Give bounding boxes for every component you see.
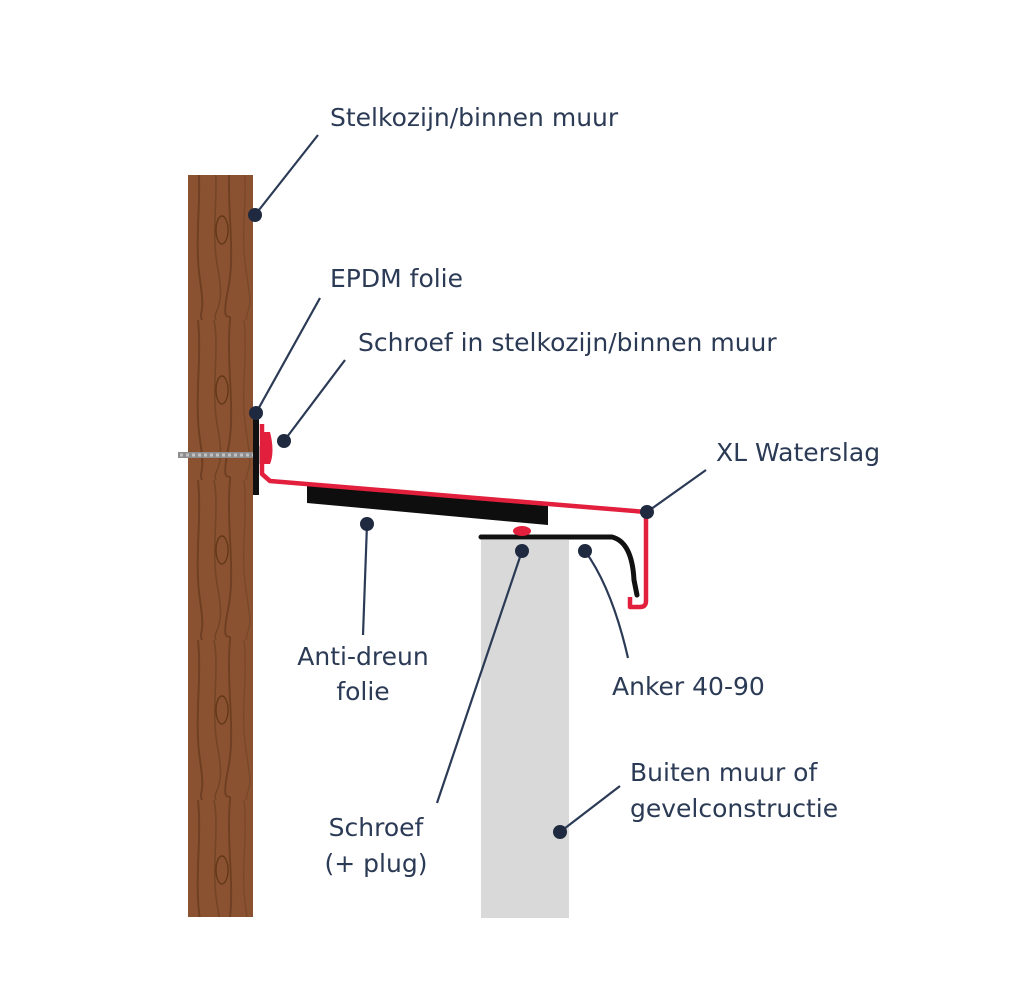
- dot-stelkozijn: [248, 208, 262, 222]
- dot-epdm: [249, 406, 263, 420]
- dot-anker: [578, 544, 592, 558]
- label-schroef-plug-line2: (+ plug): [325, 849, 428, 878]
- leader-anti-dreun: [361, 523, 369, 636]
- dot-anti-dreun: [360, 517, 374, 531]
- label-epdm-folie: EPDM folie: [330, 264, 463, 293]
- anchor-screw-head: [513, 526, 531, 536]
- leader-buiten-muur: [559, 785, 621, 833]
- label-anti-dreun-line2: folie: [336, 677, 389, 706]
- dot-schroef-stelkozijn: [277, 434, 291, 448]
- label-xl-waterslag: XL Waterslag: [716, 438, 880, 467]
- leader-epdm: [255, 297, 321, 414]
- label-anti-dreun-line1: Anti-dreun: [297, 642, 428, 671]
- label-buiten-muur-line2: gevelconstructie: [630, 794, 838, 823]
- epdm-foil: [253, 415, 259, 495]
- anker-profile: [478, 534, 640, 598]
- stelkozijn-wood-beam: [188, 175, 253, 917]
- label-anker: Anker 40-90: [612, 672, 765, 701]
- dot-schroef-plug: [515, 544, 529, 558]
- leader-lines: [254, 134, 707, 833]
- label-buiten-muur-line1: Buiten muur of: [630, 758, 818, 787]
- xl-waterslag-profile: [259, 424, 649, 610]
- marker-dots: [248, 208, 654, 839]
- label-schroef-plug-line1: Schroef: [329, 813, 425, 842]
- dot-waterslag: [640, 505, 654, 519]
- leader-stelkozijn: [254, 134, 319, 216]
- dot-buiten-muur: [553, 825, 567, 839]
- label-schroef-stelkozijn: Schroef in stelkozijn/binnen muur: [358, 328, 777, 357]
- leader-schroef-stelkozijn: [283, 359, 346, 442]
- anti-dreun-folie: [307, 485, 548, 525]
- leader-schroef-plug: [435, 550, 524, 804]
- leader-waterslag: [646, 469, 707, 513]
- label-stelkozijn: Stelkozijn/binnen muur: [330, 103, 619, 132]
- leader-anker: [584, 550, 630, 659]
- outer-wall: [481, 540, 569, 918]
